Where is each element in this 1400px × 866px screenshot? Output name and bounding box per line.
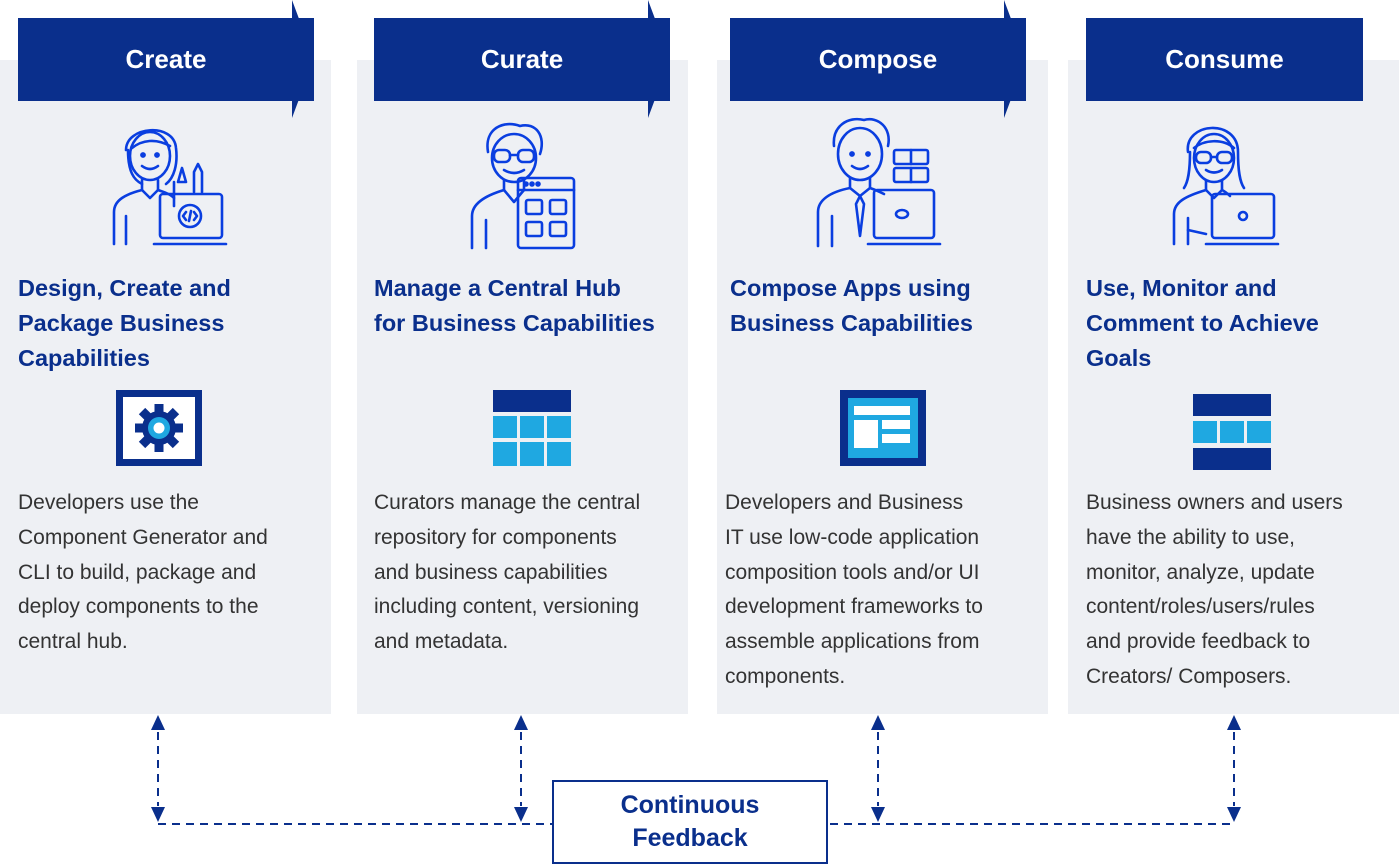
stage-heading-curate: Manage a Central Hub for Business Capabi… [374, 275, 655, 336]
panel-compose [717, 60, 1048, 714]
stage-heading-compose: Compose Apps using Business Capabilities [730, 275, 973, 336]
gear-icon [116, 390, 202, 466]
panel-curate [357, 60, 688, 714]
stage-label-consume: Consume [1086, 18, 1363, 101]
page-layout-icon [840, 390, 926, 466]
stage-description-curate: Curators manage the central repository f… [374, 491, 641, 654]
stage-heading-consume: Use, Monitor and Comment to Achieve Goal… [1086, 275, 1319, 371]
curator-man-app-grid-icon [470, 122, 576, 250]
stage-description-consume: Business owners and users have the abili… [1086, 491, 1343, 688]
table-grid-icon [493, 390, 571, 466]
stage-description-create: Developers use the Component Generator a… [18, 491, 268, 654]
stage-heading-create: Design, Create and Package Business Capa… [18, 275, 231, 371]
continuous-feedback-box: Continuous Feedback [552, 780, 828, 864]
composer-man-tie-laptop-icon [816, 117, 942, 248]
panel-consume [1068, 60, 1399, 714]
developer-woman-laptop-code-icon [112, 128, 228, 246]
user-woman-laptop-icon [1172, 126, 1280, 246]
dashboard-rows-icon [1193, 394, 1271, 470]
stage-label-create: Create [18, 18, 314, 101]
stage-label-compose: Compose [730, 18, 1026, 101]
stage-label-curate: Curate [374, 18, 670, 101]
stage-description-compose: Developers and Business IT use low-code … [725, 491, 983, 688]
